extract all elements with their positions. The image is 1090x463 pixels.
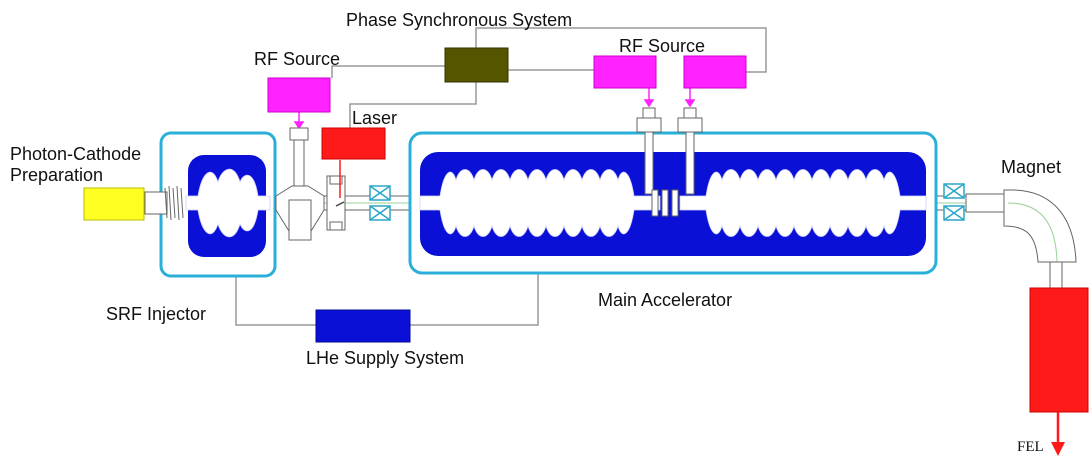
coupler-2-flange bbox=[677, 117, 703, 133]
laser-label: Laser bbox=[352, 108, 398, 128]
wire-sync-top-loop bbox=[475, 27, 767, 73]
main-couplers bbox=[636, 107, 703, 217]
fel-output-arrowhead bbox=[1051, 442, 1065, 456]
laser-port-flange-top bbox=[329, 175, 343, 185]
rf-left-feed-arrowhead bbox=[293, 121, 305, 130]
rf-right-feed-1-arrowhead bbox=[643, 99, 655, 108]
cavity-joint-flange-3 bbox=[671, 189, 679, 217]
cathode-bellows bbox=[164, 185, 184, 221]
main-accelerator-label: Main Accelerator bbox=[598, 290, 733, 310]
rf-right-feed-2-arrowhead bbox=[684, 99, 696, 108]
cavity-joint-flange-1 bbox=[651, 189, 659, 217]
laser-port-flange-bottom bbox=[329, 221, 343, 231]
rf-source-right-box-1 bbox=[593, 55, 657, 89]
rf-feed-arrows bbox=[293, 88, 696, 130]
quad-marker-2 bbox=[943, 183, 965, 221]
connection-wires bbox=[235, 27, 767, 326]
magnet-label: Magnet bbox=[1001, 157, 1062, 177]
phase-sync-box bbox=[444, 47, 509, 83]
rf-source-right-label: RF Source bbox=[619, 36, 706, 56]
coupler-2-waveguide bbox=[685, 131, 695, 195]
bending-magnet bbox=[965, 189, 1077, 289]
fel-label: FEL bbox=[1017, 439, 1044, 455]
cathode-housing bbox=[144, 191, 168, 215]
coupler-2-cap bbox=[683, 107, 697, 119]
lhe-supply-box bbox=[315, 309, 411, 343]
rf-left-waveguide bbox=[293, 139, 305, 193]
injector-cavity-cells bbox=[185, 168, 271, 238]
injector-coupler-stub bbox=[288, 199, 312, 241]
photocathode-label-line2: Preparation bbox=[10, 165, 104, 185]
wire-sync-to-rf-left bbox=[331, 65, 445, 78]
coupler-1-flange bbox=[636, 117, 662, 133]
wire-sync-to-laser bbox=[349, 82, 477, 128]
rf-source-left-box bbox=[267, 77, 331, 113]
main-cavity-left-cells bbox=[419, 169, 661, 237]
photocathode-label-line1: Photon-Cathode bbox=[10, 144, 142, 164]
main-cavity-right-cells bbox=[679, 169, 927, 237]
rf-left-flange bbox=[289, 127, 309, 141]
wire-lhe-to-main bbox=[410, 255, 539, 326]
quad-marker-1 bbox=[369, 185, 391, 221]
laser-box bbox=[321, 127, 386, 160]
laser-mirror bbox=[335, 201, 345, 207]
fel-undulator-block bbox=[1029, 287, 1089, 413]
phase-sync-label: Phase Synchronous System bbox=[346, 10, 573, 30]
wire-lhe-to-injector bbox=[235, 255, 316, 326]
rf-source-right-box-2 bbox=[683, 55, 747, 89]
photocathode-box bbox=[83, 187, 145, 221]
lhe-supply-label: LHe Supply System bbox=[306, 348, 465, 368]
coupler-1-cap bbox=[642, 107, 656, 119]
rf-source-left-label: RF Source bbox=[254, 49, 341, 69]
srf-injector-label: SRF Injector bbox=[106, 304, 207, 324]
coupler-1-waveguide bbox=[644, 131, 654, 195]
beam-focusing-elements bbox=[369, 183, 965, 221]
cavity-joint-flange-2 bbox=[661, 189, 669, 217]
